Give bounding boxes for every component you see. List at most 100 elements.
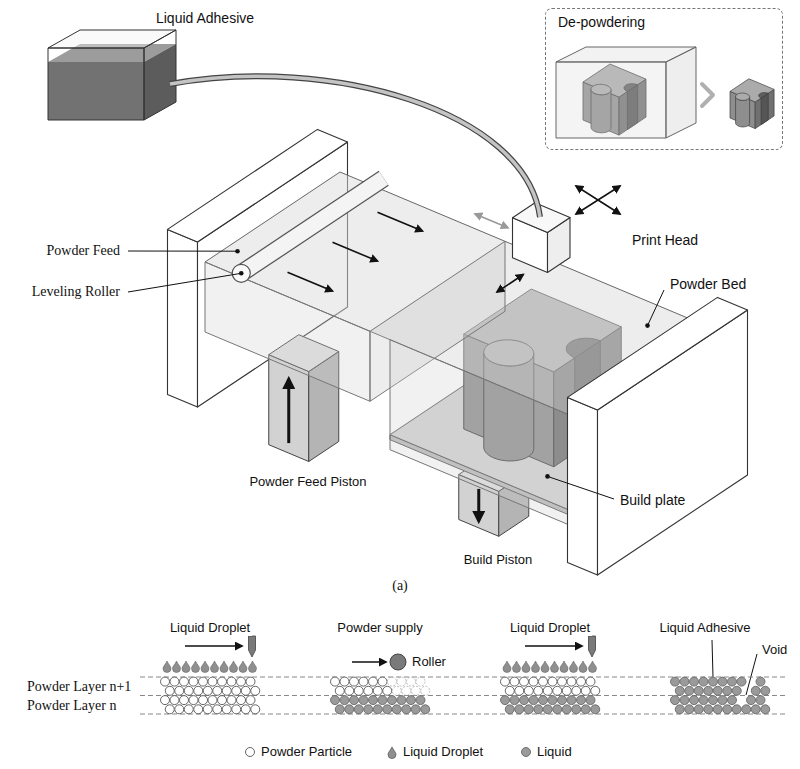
- powder-box: [556, 62, 666, 138]
- part-label: Print Head: [630, 232, 700, 249]
- powder-particle: [421, 686, 430, 695]
- leader-line: [712, 640, 713, 677]
- label-anchor: Liquid Droplet: [508, 620, 592, 636]
- powder-particle: [388, 677, 397, 686]
- bound-particle: [694, 705, 703, 714]
- hose: [170, 76, 540, 217]
- liquid-droplet: [522, 661, 530, 673]
- powder-particle: [194, 705, 203, 714]
- label-anchor: Build Piston: [462, 552, 535, 568]
- powder-particle: [251, 705, 260, 714]
- bound-particle: [505, 705, 514, 714]
- bound-particle: [558, 696, 567, 705]
- part-label: Powder Layer n: [25, 698, 118, 715]
- powder-particle: [534, 686, 543, 695]
- bound-particle: [732, 686, 741, 695]
- bound-particle: [529, 696, 538, 705]
- puzzle-socket: [759, 93, 769, 98]
- motion-arrow: [497, 275, 523, 293]
- travel-arrow: [378, 212, 423, 231]
- layer-process: [140, 636, 786, 714]
- powder-particle: [227, 696, 236, 705]
- motion-arrow: [576, 186, 620, 214]
- powder-box: [666, 47, 696, 138]
- liquid-droplet: [192, 661, 200, 673]
- powder-particle: [175, 705, 184, 714]
- bound-particle: [591, 705, 600, 714]
- leader-dot: [239, 271, 244, 276]
- powder-particle: [199, 677, 208, 686]
- adhesive-tank: [48, 30, 176, 120]
- powder-particle: [510, 677, 519, 686]
- leader-line: [548, 476, 615, 499]
- part-label: Liquid Droplet: [168, 620, 252, 636]
- powder-particle: [581, 686, 590, 695]
- powder-particle: [572, 686, 581, 695]
- bound-particle: [402, 705, 411, 714]
- bound-particle: [383, 705, 392, 714]
- legend-swatch: [246, 748, 255, 757]
- label-anchor: Powder Feed: [45, 243, 123, 260]
- travel-arrow: [185, 645, 242, 646]
- powder-particle: [170, 696, 179, 705]
- powder-particle: [232, 686, 241, 695]
- label-anchor: Liquid Droplet: [168, 620, 252, 636]
- end-plate: [168, 229, 198, 407]
- powder-particle: [213, 705, 222, 714]
- feed-chamber: [205, 262, 370, 401]
- liquid-droplet: [230, 661, 238, 673]
- tank-wall: [144, 30, 176, 120]
- liquid-droplet: [220, 661, 228, 673]
- bound-particle: [543, 705, 552, 714]
- bound-particle: [723, 686, 732, 695]
- bound-particle: [520, 696, 529, 705]
- powder-particle: [208, 696, 217, 705]
- powder-particle: [222, 705, 231, 714]
- powder-particle: [524, 686, 533, 695]
- end-plate: [568, 397, 598, 575]
- bound-particle: [675, 705, 684, 714]
- powder-particle: [562, 686, 571, 695]
- powder-particle: [354, 686, 363, 695]
- nozzle: [589, 636, 596, 657]
- roller-end: [232, 264, 250, 282]
- bound-particle: [675, 686, 684, 695]
- piston-arrow: [287, 381, 290, 443]
- powder-particle: [548, 677, 557, 686]
- powder-particle: [246, 677, 255, 686]
- label-anchor: Powder Feed Piston: [247, 474, 368, 490]
- powder-particle: [161, 677, 170, 686]
- bound-particle: [685, 686, 694, 695]
- motion-arrow: [576, 186, 620, 214]
- liquid-droplet: [249, 661, 257, 673]
- powder-particle: [373, 686, 382, 695]
- bound-particle: [567, 696, 576, 705]
- label-anchor: Print Head: [630, 232, 700, 249]
- label-anchor: Liquid Adhesive: [154, 10, 256, 27]
- print-head: [513, 203, 571, 233]
- bound-particle: [501, 696, 510, 705]
- bound-particle: [747, 696, 756, 705]
- powder-particle: [184, 705, 193, 714]
- label-anchor: Leveling Roller: [30, 284, 122, 301]
- bound-particle: [373, 705, 382, 714]
- part-label: Powder Feed: [45, 243, 123, 260]
- powder-particle: [383, 686, 392, 695]
- bound-particle: [421, 705, 430, 714]
- bound-particle: [737, 677, 746, 686]
- tank-wall: [48, 48, 144, 120]
- label-anchor: Roller: [410, 654, 448, 670]
- legend-text: Liquid: [535, 744, 574, 760]
- chevron-arrow: [702, 84, 713, 106]
- label-anchor: Powder supply: [335, 620, 424, 636]
- part-label: Liquid Adhesive: [154, 10, 256, 27]
- powder-particle: [553, 686, 562, 695]
- powder-particle: [165, 705, 174, 714]
- powder-particle: [232, 705, 241, 714]
- liquid-droplet: [239, 661, 247, 673]
- part-label: Leveling Roller: [30, 284, 122, 301]
- powder-particle: [175, 686, 184, 695]
- bound-particle: [539, 696, 548, 705]
